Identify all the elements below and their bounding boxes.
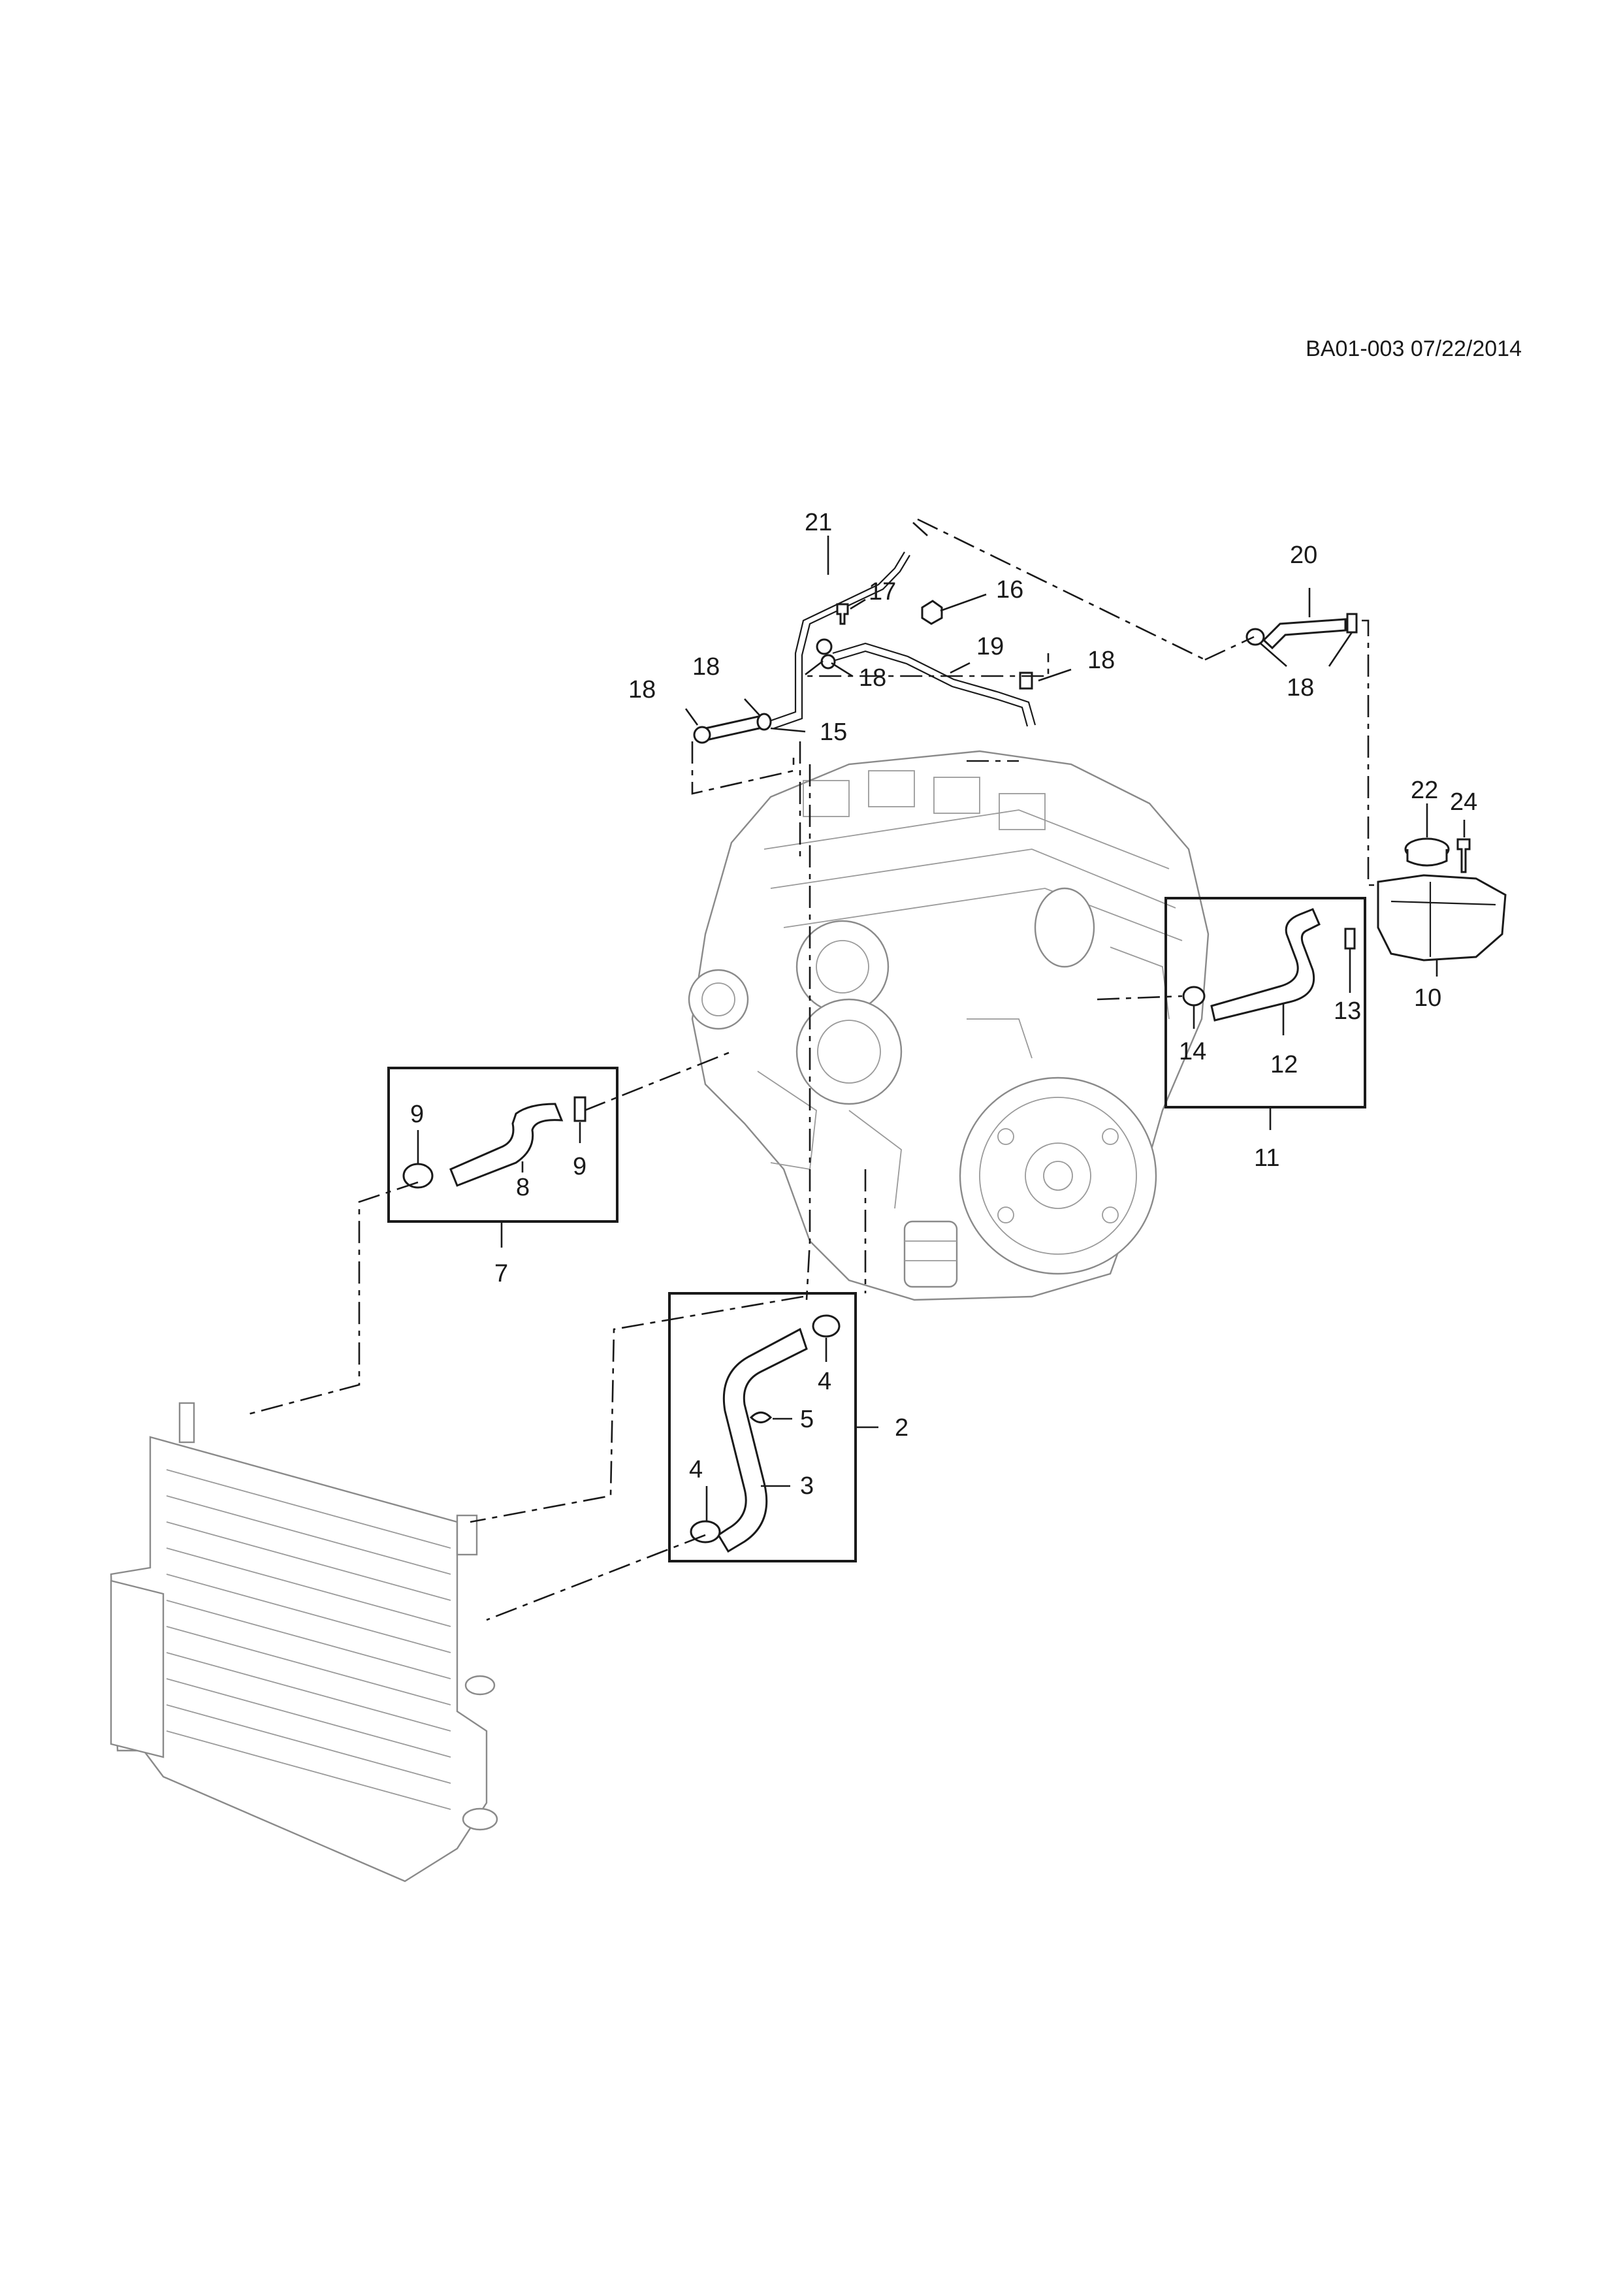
group-box-7 xyxy=(387,1067,618,1223)
callout-18-surge-inlet: 18 xyxy=(1287,674,1314,702)
pipe-bolt xyxy=(836,603,849,625)
callout-21: 21 xyxy=(805,509,832,536)
surge-tank-outlet-hose xyxy=(1210,908,1321,1022)
callout-18-heater-right: 18 xyxy=(1087,647,1115,674)
heater-pipe-clamp-c xyxy=(1019,671,1033,690)
callout-8: 8 xyxy=(516,1174,530,1201)
callout-19: 19 xyxy=(976,633,1004,660)
callout-10: 10 xyxy=(1414,984,1441,1012)
coolant-pipe-group: 21 17 16 19 18 18 18 18 15 20 18 xyxy=(628,509,1358,746)
callout-11: 11 xyxy=(1254,1144,1279,1172)
callout-9-right: 9 xyxy=(573,1153,586,1180)
inlet-hose-clamp-a xyxy=(1245,628,1265,646)
callout-2: 2 xyxy=(895,1414,908,1442)
callout-14: 14 xyxy=(1179,1038,1206,1065)
callout-18-bypass-left: 18 xyxy=(628,676,656,703)
engine-assembly-illustration xyxy=(688,750,1210,1301)
heater-pipe-clamp-a xyxy=(816,638,833,655)
outlet-hose-clamp xyxy=(1182,986,1206,1007)
surge-tank-inlet-hose xyxy=(1262,618,1347,650)
hose-clamp-upper xyxy=(812,1314,841,1338)
inlet-hose-clamp-right xyxy=(573,1096,586,1122)
inlet-hose-clamp-b xyxy=(1346,613,1358,634)
callout-18-bypass-upper: 18 xyxy=(692,653,720,681)
document-id-stamp: BA01-003 07/22/2014 xyxy=(1306,336,1522,361)
callout-22: 22 xyxy=(1411,777,1438,804)
callout-3: 3 xyxy=(800,1472,814,1500)
surge-tank-group: 22 24 10 xyxy=(1377,777,1507,1012)
callout-16: 16 xyxy=(996,576,1023,604)
callout-4-lower: 4 xyxy=(689,1456,703,1483)
group-box-11 xyxy=(1164,897,1366,1108)
inlet-hose-clamp-left xyxy=(402,1163,434,1189)
callout-5: 5 xyxy=(800,1406,814,1433)
callout-18-heater-left: 18 xyxy=(859,664,886,692)
connection-leader-lines xyxy=(248,518,1378,1621)
radiator-inlet-hose xyxy=(449,1103,564,1187)
callout-15: 15 xyxy=(820,719,847,746)
callout-17: 17 xyxy=(869,578,896,606)
heater-pipe xyxy=(832,642,1036,726)
callout-13: 13 xyxy=(1334,997,1361,1025)
heater-pipe-clamp-b xyxy=(820,654,836,670)
radiator-module-illustration xyxy=(110,1402,498,1883)
callout-7: 7 xyxy=(494,1260,508,1287)
box-11-surge-tank-hose-group: 14 12 13 11 xyxy=(1164,897,1366,1172)
outlet-hose-clip xyxy=(1344,928,1356,950)
callout-12: 12 xyxy=(1270,1051,1298,1078)
box-7-upper-radiator-hose-group: 9 8 9 7 xyxy=(387,1067,618,1287)
coolant-surge-tank xyxy=(1377,874,1507,962)
callout-4-upper: 4 xyxy=(818,1368,831,1395)
surge-tank-bolt xyxy=(1456,838,1471,873)
callout-9-left: 9 xyxy=(410,1101,424,1128)
radiator-outlet-hose xyxy=(716,1327,808,1553)
bypass-hose-clamp-b xyxy=(756,713,772,731)
pipe-nut xyxy=(921,600,943,625)
bypass-hose-clamp-a xyxy=(693,726,711,744)
callout-24: 24 xyxy=(1450,788,1477,816)
box-2-lower-radiator-hose-group: 2 3 4 4 5 xyxy=(668,1292,908,1562)
callout-20: 20 xyxy=(1290,542,1317,569)
hose-clip xyxy=(749,1412,773,1423)
coolant-bypass-pipe xyxy=(767,551,905,723)
